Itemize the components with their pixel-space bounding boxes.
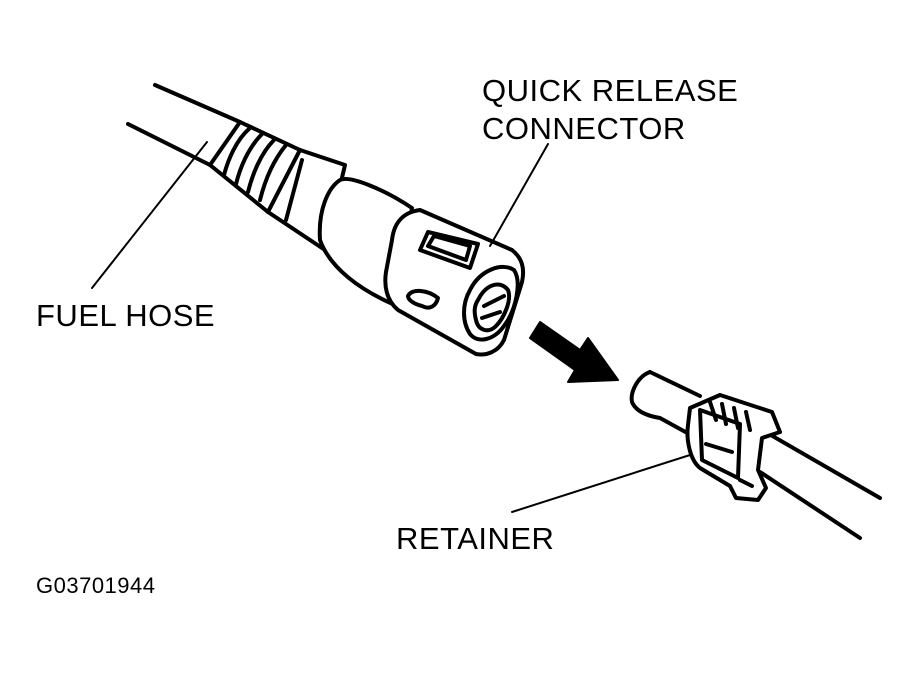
connector-label-line2: CONNECTOR <box>482 111 686 146</box>
fuel-hose-label: FUEL HOSE <box>36 298 216 333</box>
connector-label-line1: QUICK RELEASE <box>482 73 739 108</box>
fuel-hose <box>126 83 242 167</box>
retainer-label: RETAINER <box>396 521 555 556</box>
connector-leader <box>489 143 549 247</box>
fuel-pipe <box>629 370 882 540</box>
retainer-leader <box>511 454 691 513</box>
fuel-hose-leader <box>91 141 208 289</box>
retainer-clip <box>685 393 782 502</box>
quick-release-connector <box>383 208 526 357</box>
direction-arrow <box>529 321 619 383</box>
figure-code: G03701944 <box>36 573 156 598</box>
leader-lines <box>91 141 691 513</box>
